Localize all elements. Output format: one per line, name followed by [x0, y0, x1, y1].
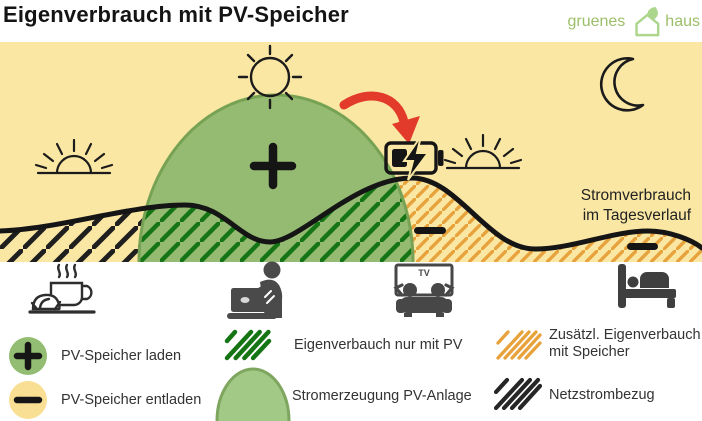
logo-word-left: gruenes [567, 13, 626, 30]
legend-label: PV-Speicher laden [61, 348, 182, 364]
tv-couple-icon: TV [393, 263, 455, 317]
pv-day-curve-diagram: Stromverbrauch im Tagesverlauf [0, 42, 702, 262]
sun-icon [237, 44, 303, 110]
consumption-curve [0, 175, 702, 252]
breakfast-icon [28, 263, 96, 314]
discharge-minus-marker [414, 227, 446, 234]
charge-plus-marker [249, 142, 297, 190]
red-arrow-icon [339, 91, 420, 144]
curve-annotation-line1: Stromverbrauch [581, 187, 691, 204]
sunset-icon [443, 133, 523, 170]
sunrise-icon [34, 138, 114, 175]
legend-label: Zusätzl. Eigenverbauch mit Speicher [549, 327, 701, 361]
green-dome-swatch [215, 367, 291, 421]
battery-charging-icon [384, 135, 444, 181]
legend-label: Eigenverbauch nur mit PV [294, 337, 463, 353]
curve-annotation-line2: im Tagesverlauf [583, 207, 692, 224]
legend-item-charge: PV-Speicher laden [8, 336, 181, 376]
legend-item-pv-direct: Eigenverbauch nur mit PV [224, 329, 462, 361]
logo-word-right: haus [665, 13, 700, 30]
sleeping-bed-icon [618, 264, 676, 308]
logo: gruenes haus [567, 5, 700, 37]
green-circle-plus-icon [9, 337, 47, 375]
orange-hatch-swatch [496, 330, 542, 360]
legend-label: Stromerzeugung PV-Anlage [292, 388, 472, 404]
legend-label: PV-Speicher entladen [61, 392, 202, 408]
discharge-minus-marker-2 [627, 243, 658, 250]
legend-label: Netzstrombezug [549, 387, 655, 403]
tv-label: TV [418, 268, 430, 278]
green-hatch-swatch [224, 329, 272, 361]
yellow-circle-minus-icon [9, 381, 47, 419]
legend-item-discharge: PV-Speicher entladen [8, 380, 201, 420]
leaf-house-icon [635, 6, 660, 37]
black-hatch-swatch [494, 377, 542, 411]
moon-icon [599, 57, 645, 112]
page-title: Eigenverbrauch mit PV-Speicher [3, 2, 349, 27]
homeoffice-laptop-icon [227, 261, 283, 319]
